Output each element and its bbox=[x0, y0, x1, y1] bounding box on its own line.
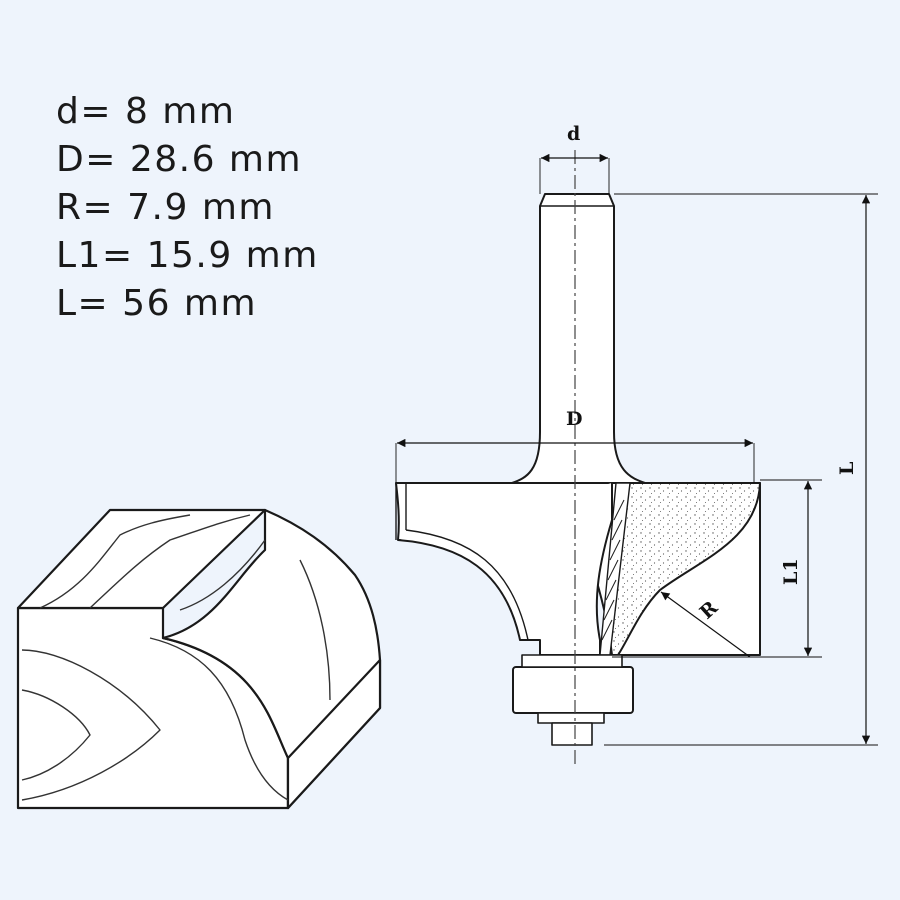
bearing-screw bbox=[551, 722, 593, 746]
dimension-R-line bbox=[660, 591, 751, 658]
label-d: d bbox=[567, 123, 580, 145]
spec-list: d= 8 mm D= 28.6 mm R= 7.9 mm L1= 15.9 mm… bbox=[56, 88, 319, 328]
carbide-hatching bbox=[601, 499, 625, 641]
shank bbox=[511, 193, 646, 484]
workpiece-illustration bbox=[16, 508, 382, 810]
spec-total-length: L= 56 mm bbox=[56, 283, 258, 324]
dimension-lines bbox=[395, 153, 878, 746]
label-L1: L1 bbox=[780, 558, 802, 585]
spec-radius: R= 7.9 mm bbox=[56, 187, 275, 228]
spec-cutting-diameter: D= 28.6 mm bbox=[56, 139, 303, 180]
spec-cutting-length: L1= 15.9 mm bbox=[56, 235, 319, 276]
router-bit bbox=[395, 193, 761, 746]
wood-grain bbox=[21, 514, 331, 801]
workpiece-front-face bbox=[286, 658, 382, 810]
cove-profile bbox=[397, 483, 613, 656]
bearing bbox=[512, 666, 634, 714]
label-L: L bbox=[836, 462, 858, 475]
label-D: D bbox=[566, 408, 582, 430]
spec-shank-diameter: d= 8 mm bbox=[56, 91, 236, 132]
